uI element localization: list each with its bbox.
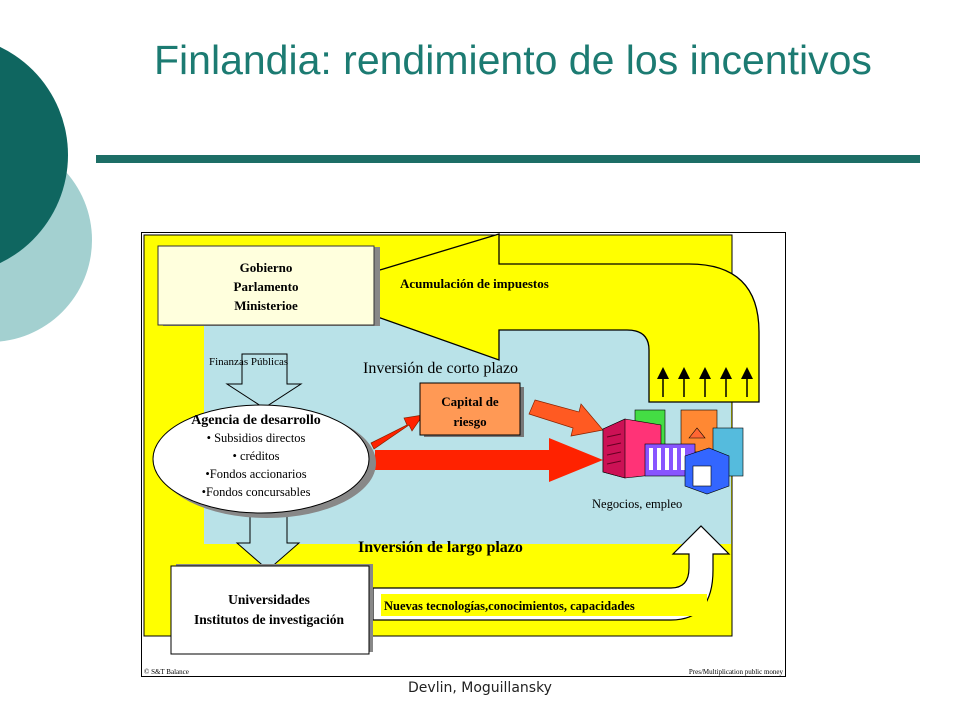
agency-to-capital-arrow [370, 414, 424, 450]
agency-title: Agencia de desarrollo [191, 413, 321, 428]
incentives-diagram: Gobierno Parlamento Ministerioe Acumulac… [141, 232, 786, 677]
government-box [157, 245, 375, 326]
venture-capital-label-1: Capital de [441, 394, 499, 409]
universities-box [170, 565, 370, 655]
buildings-icon [602, 409, 744, 495]
title-underline [96, 155, 920, 163]
credit-left: © S&T Balance [144, 668, 189, 676]
ministries-label: Ministerioe [234, 298, 298, 313]
business-employment-label: Negocios, empleo [592, 497, 682, 511]
venture-capital-label-2: riesgo [453, 414, 486, 429]
slide-title: Finlandia: rendimiento de los incentivos [154, 37, 872, 83]
parliament-label: Parlamento [234, 279, 299, 294]
agency-item-equity-funds: •Fondos accionarios [205, 467, 306, 481]
agency-to-business-arrow [375, 438, 603, 482]
new-technologies-label: Nuevas tecnologías,conocimientos, capaci… [384, 599, 635, 613]
credit-right: Pres/Multiplication public money [689, 668, 784, 676]
capital-to-business-arrow [528, 399, 604, 437]
public-finance-label: Finanzas Públicas [209, 356, 288, 368]
long-term-label: Inversión de largo plazo [358, 539, 523, 556]
government-label: Gobierno [240, 260, 293, 275]
venture-capital-box [419, 382, 521, 436]
research-institutes-label: Institutos de investigación [194, 612, 345, 627]
slide-footer: Devlin, Moguillansky [408, 680, 552, 696]
agency-item-competitive-funds: •Fondos concursables [202, 485, 311, 499]
universities-label: Universidades [228, 592, 310, 607]
development-agency-ellipse [152, 404, 370, 514]
agency-item-subsidies: • Subsidios directos [207, 431, 306, 445]
decorative-circles [0, 46, 92, 342]
finance-down-arrow [225, 353, 303, 409]
short-term-label: Inversión de corto plazo [363, 360, 518, 377]
agency-item-credits: • créditos [232, 449, 279, 463]
tax-upward-arrows [657, 367, 753, 397]
new-technologies-highlight [381, 594, 707, 616]
dark-teal-circle [0, 46, 68, 264]
tax-accumulation-label: Acumulación de impuestos [400, 276, 549, 291]
tax-accumulation-arrow [304, 233, 760, 403]
universities-down-arrow [235, 514, 301, 571]
